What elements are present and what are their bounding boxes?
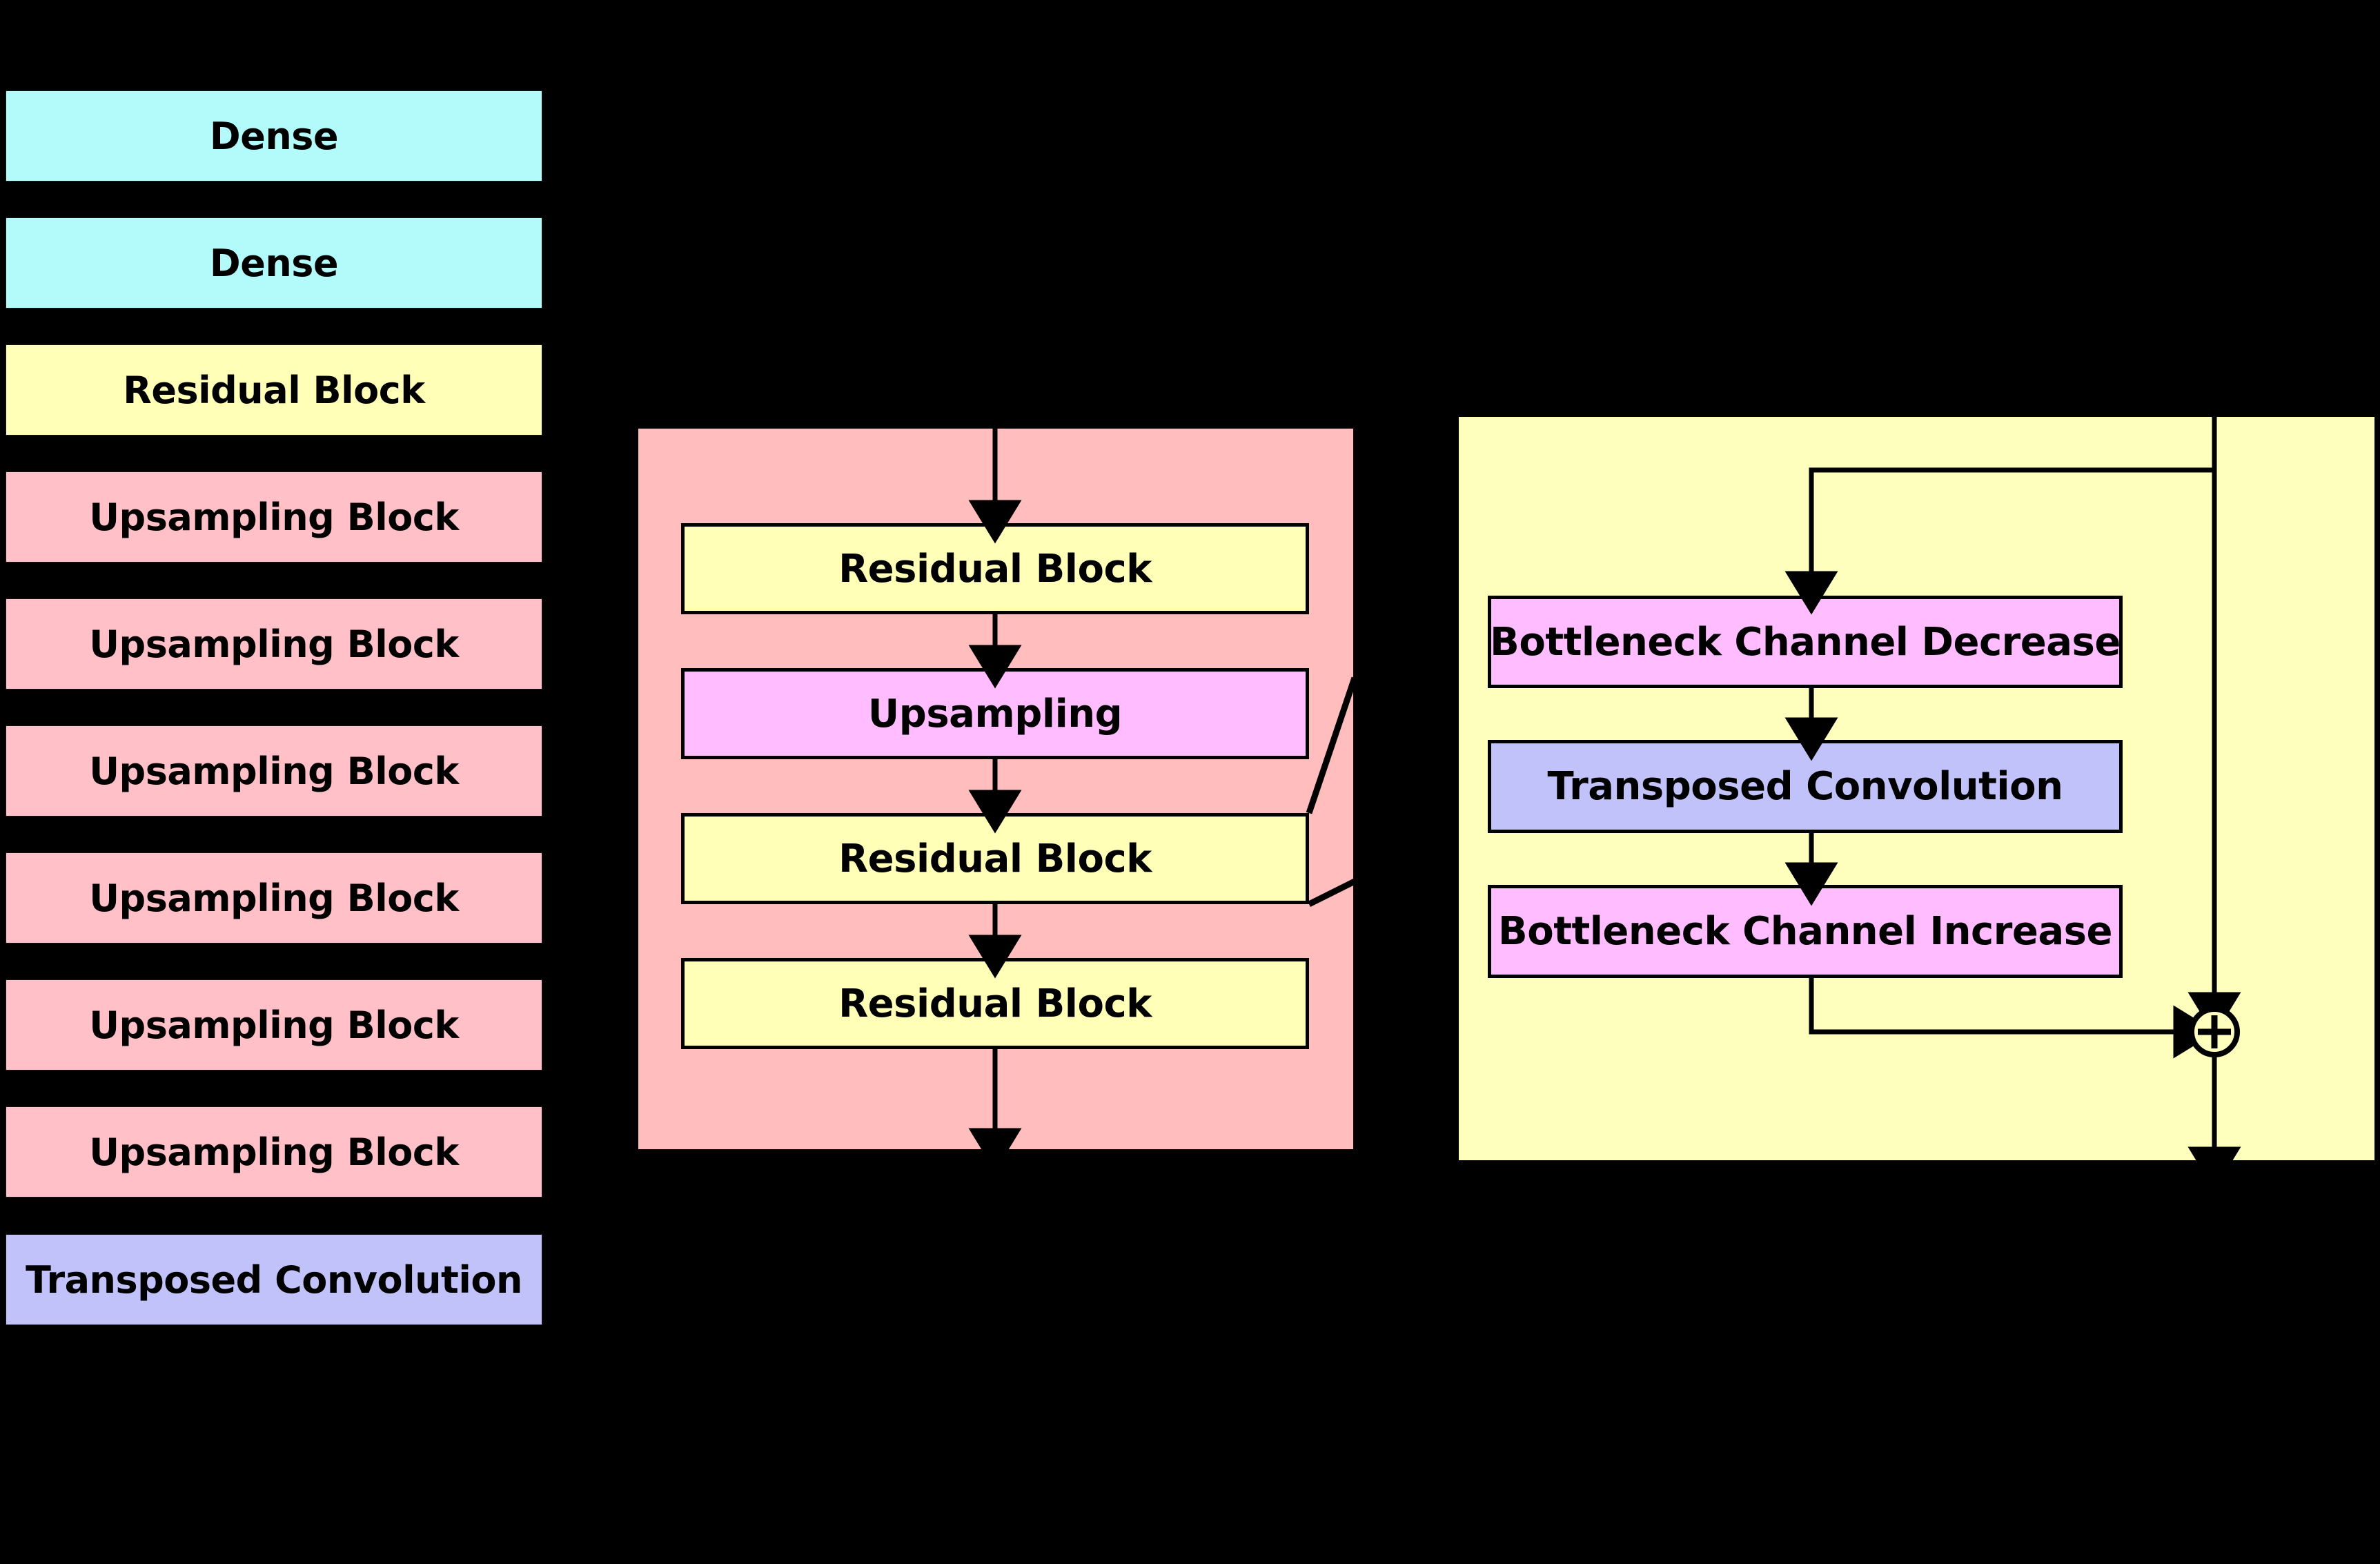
residual-node-bottleneck-channel-increase: Bottleneck Channel Increase	[1488, 885, 2123, 978]
upsampling-node-residual-block-3: Residual Block	[681, 958, 1309, 1049]
legend-item-transposed-convolution: Transposed Convolution	[6, 1234, 542, 1325]
upsampling-node-residual-block-1: Residual Block	[681, 523, 1309, 614]
legend-item-upsampling-block-4: Upsampling Block	[6, 852, 542, 944]
legend-item-upsampling-block-6: Upsampling Block	[6, 1106, 542, 1198]
legend-item-upsampling-block-5: Upsampling Block	[6, 979, 542, 1071]
legend-item-dense-2: Dense	[6, 217, 542, 309]
legend-item-residual-block: Residual Block	[6, 344, 542, 436]
legend-item-dense-1: Dense	[6, 90, 542, 182]
legend-item-upsampling-block-3: Upsampling Block	[6, 725, 542, 817]
residual-node-bottleneck-channel-decrease: Bottleneck Channel Decrease	[1488, 596, 2123, 688]
upsampling-node-residual-block-2: Residual Block	[681, 813, 1309, 904]
legend-item-upsampling-block-2: Upsampling Block	[6, 598, 542, 690]
residual-node-transposed-convolution: Transposed Convolution	[1488, 740, 2123, 833]
legend-item-upsampling-block-1: Upsampling Block	[6, 471, 542, 563]
upsampling-node-upsampling: Upsampling	[681, 668, 1309, 759]
